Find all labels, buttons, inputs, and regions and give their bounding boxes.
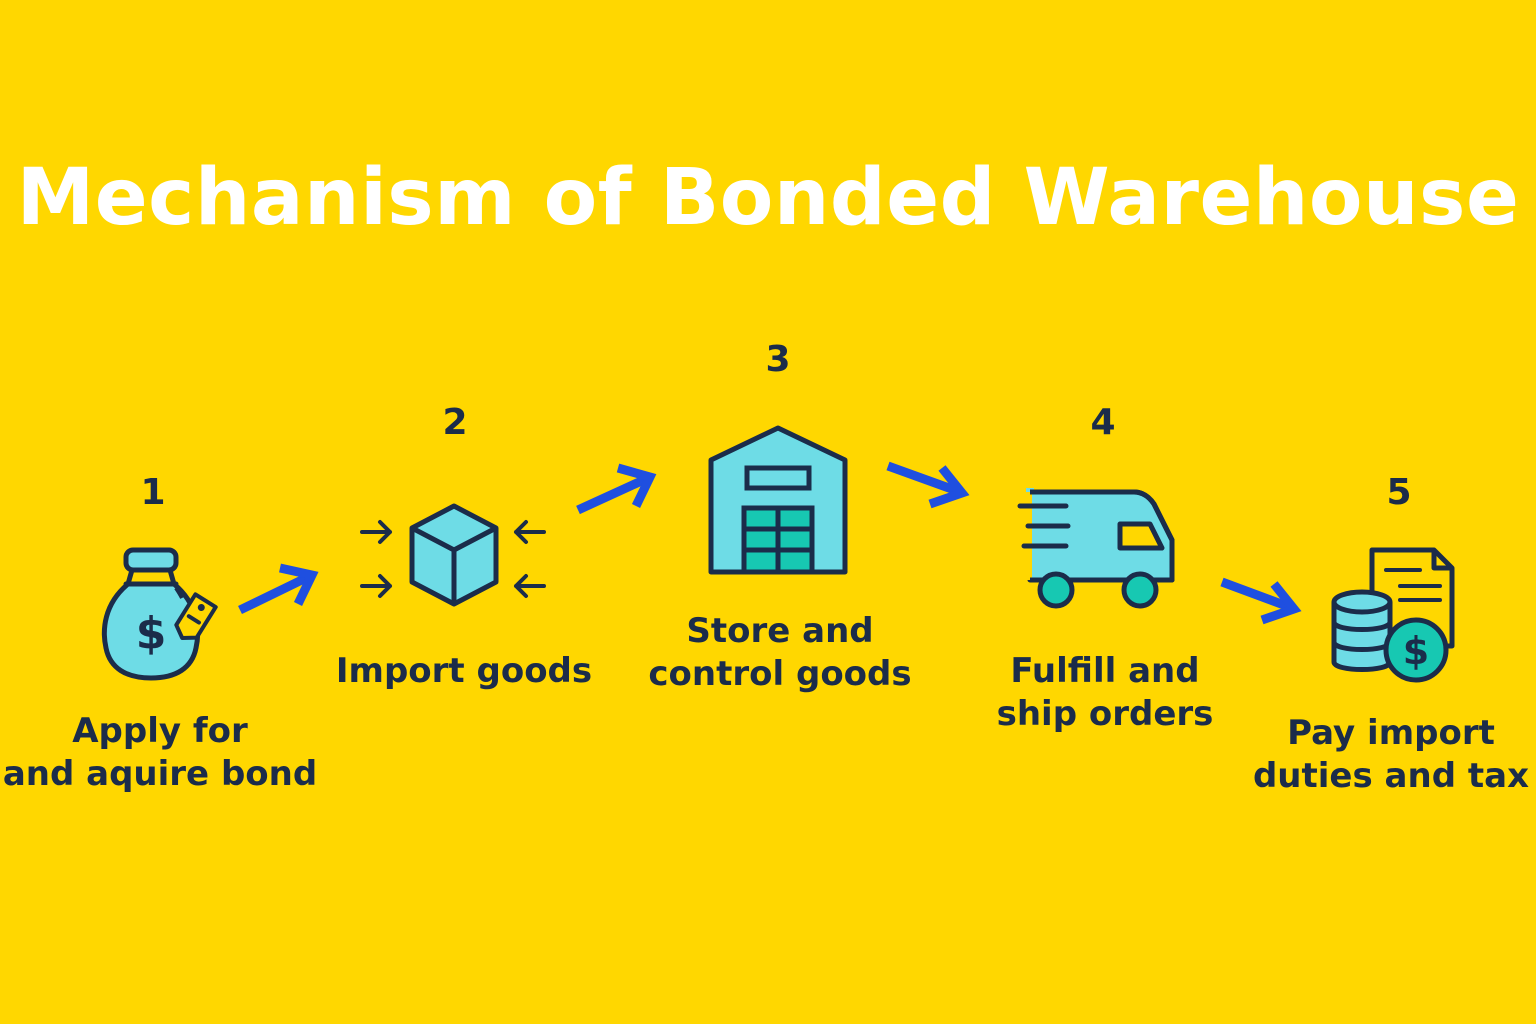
svg-text:$: $ [1403, 629, 1429, 673]
step-label-1: Apply for and aquire bond [0, 710, 320, 796]
arrow-right-icon [886, 461, 970, 509]
package-box-icon [360, 503, 546, 607]
step-label-line: Fulfill and [1010, 651, 1200, 691]
step-number-1: 1 [140, 472, 166, 513]
step-number-4: 4 [1090, 402, 1116, 443]
step-label-2: Import goods [324, 650, 604, 693]
step-label-line: Store and [686, 611, 874, 651]
arrow-right-icon [576, 463, 657, 515]
coins-invoice-icon: $ [1331, 547, 1455, 683]
step-label-line: Pay import [1287, 713, 1495, 753]
step-label-line: ship orders [996, 694, 1214, 734]
arrow-right-icon [238, 563, 319, 615]
step-label-line: duties and tax [1252, 756, 1530, 796]
step-label-line: control goods [648, 654, 912, 694]
svg-text:$: $ [136, 608, 167, 659]
delivery-truck-icon [1017, 488, 1175, 609]
page-title: Mechanism of Bonded Warehouse [16, 153, 1520, 243]
step-label-4: Fulfill and ship orders [970, 650, 1240, 736]
step-label-line: Import goods [335, 651, 593, 691]
step-label-5: Pay import duties and tax [1246, 712, 1536, 798]
warehouse-icon [708, 425, 848, 575]
step-number-5: 5 [1386, 472, 1412, 513]
step-number-2: 2 [442, 402, 468, 443]
step-label-line: and aquire bond [2, 754, 318, 794]
step-label-line: Apply for [72, 711, 248, 751]
step-number-3: 3 [765, 339, 791, 380]
arrow-right-icon [1220, 577, 1302, 625]
money-bag-icon: $ [101, 547, 218, 681]
step-label-3: Store and control goods [630, 610, 930, 696]
